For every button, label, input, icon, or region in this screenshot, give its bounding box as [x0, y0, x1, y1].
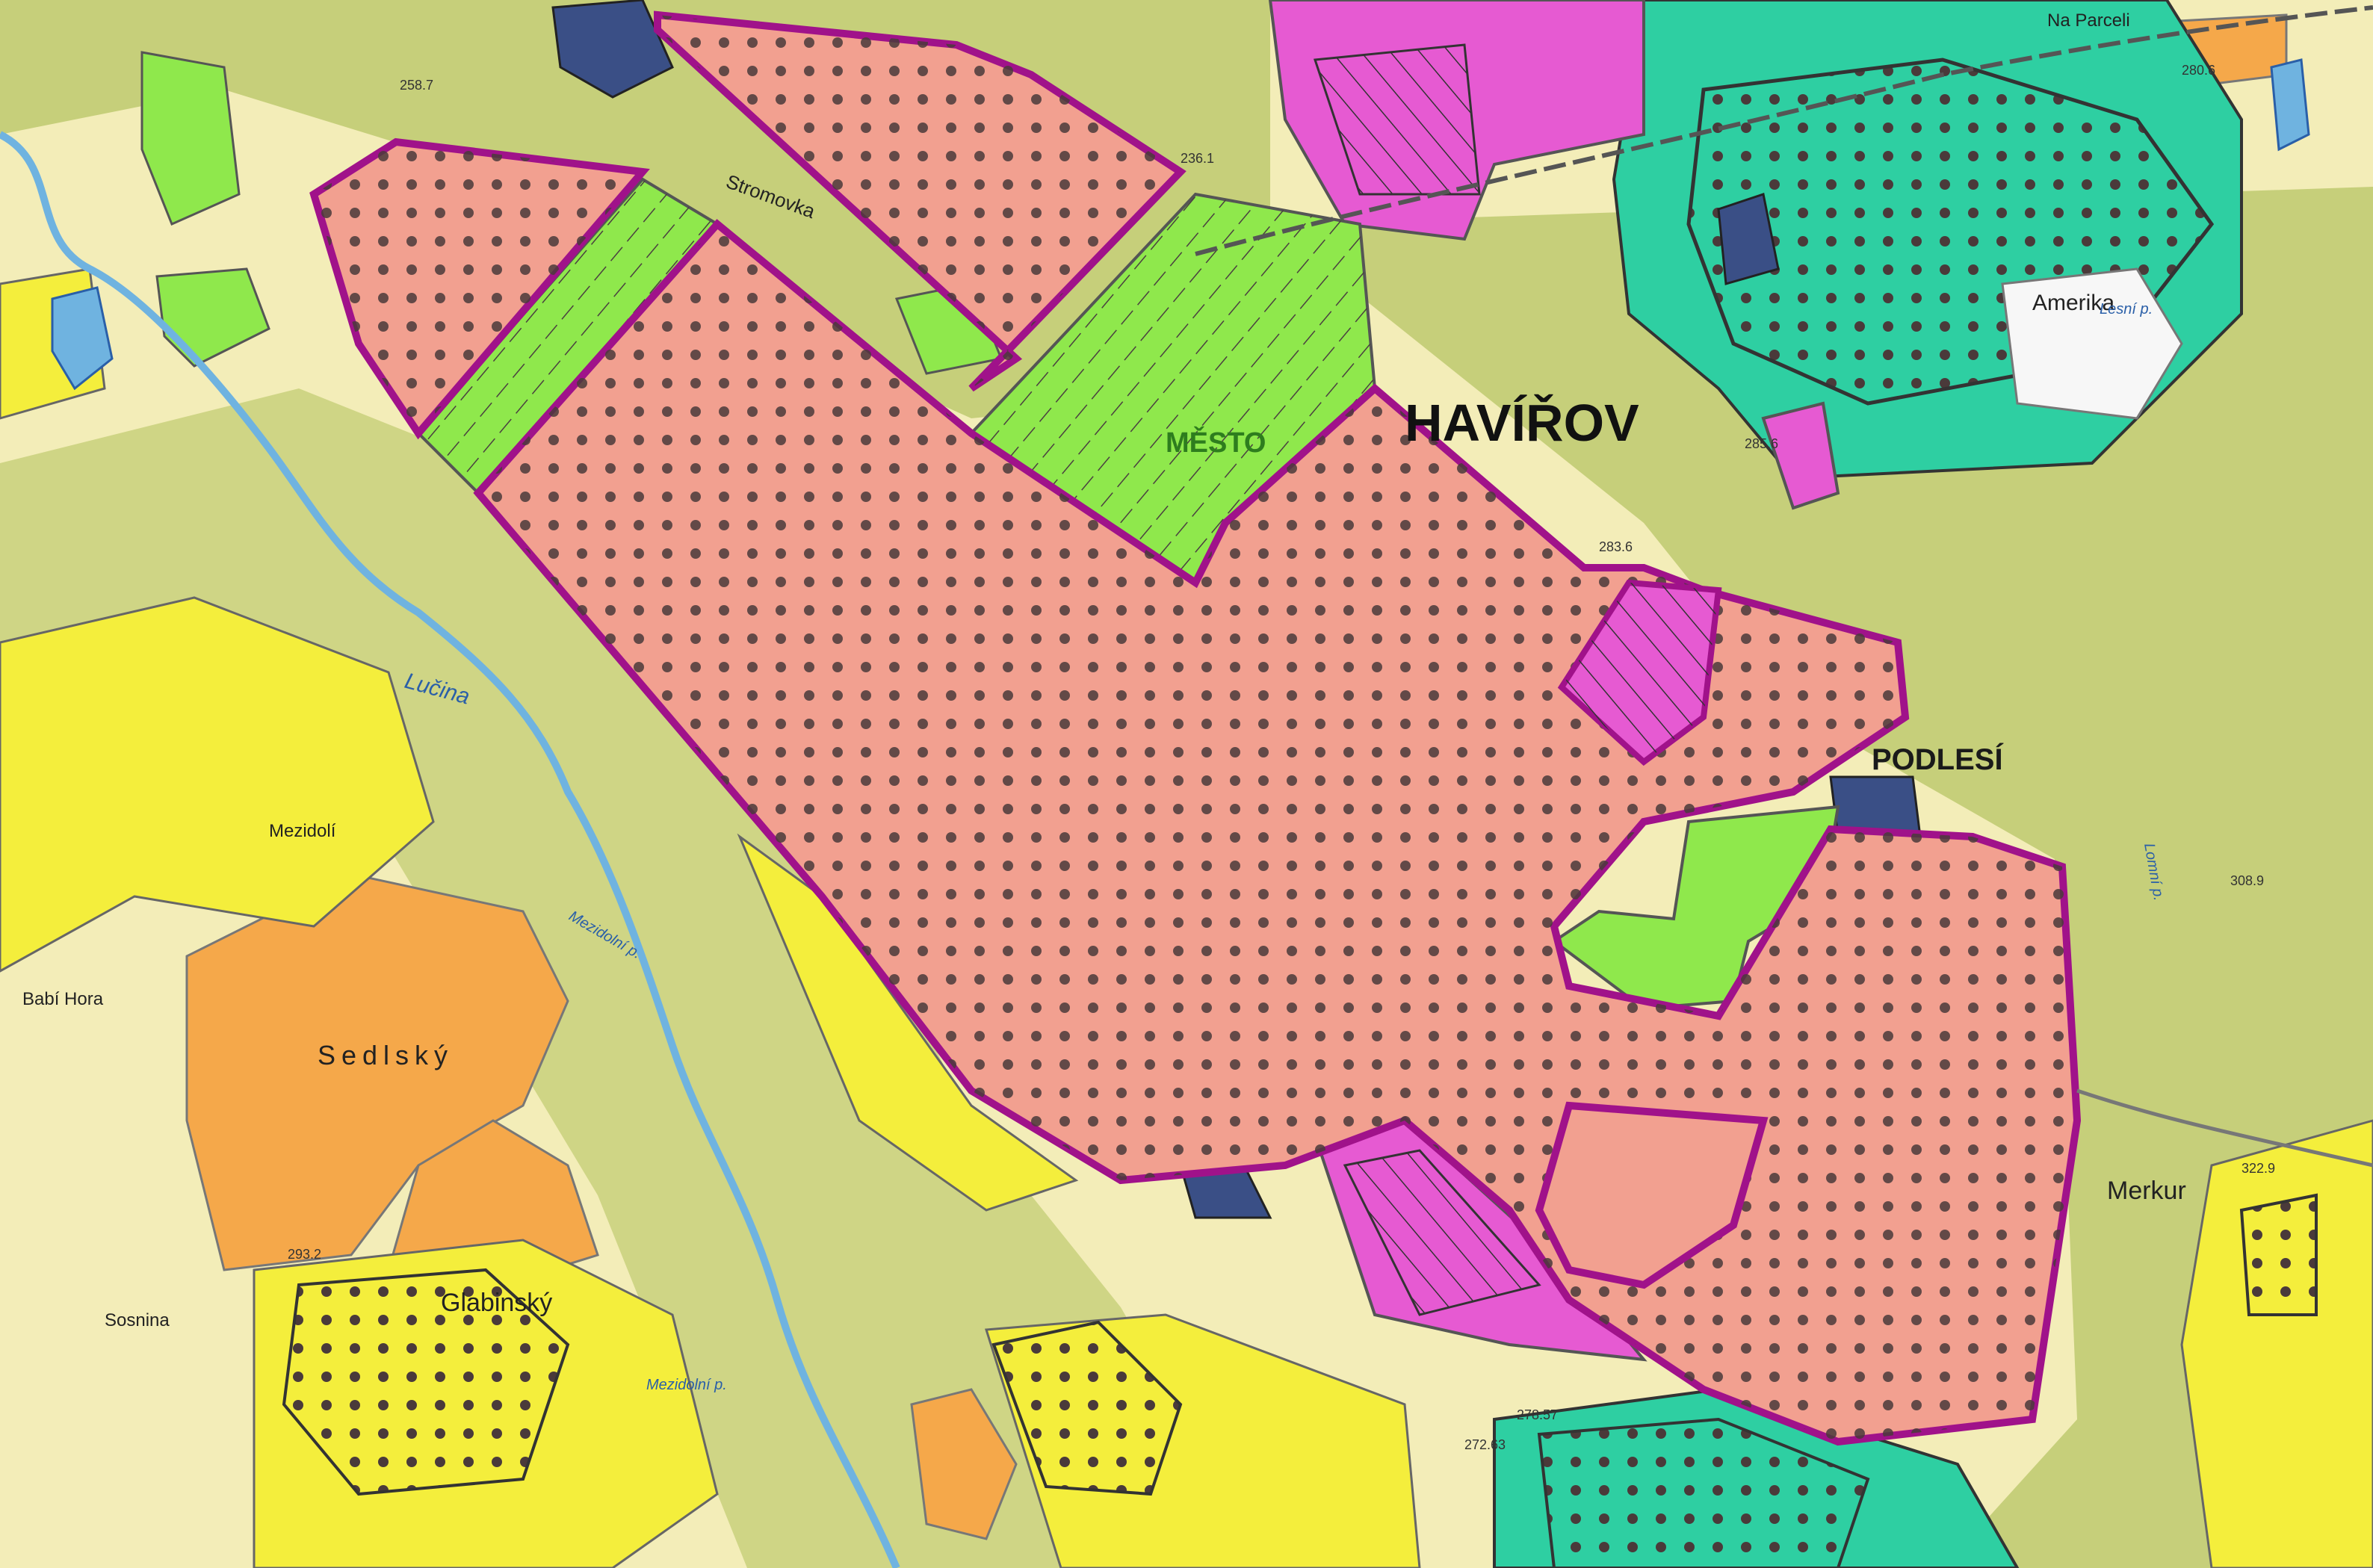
railway-line: [1195, 5, 2373, 256]
babi-hora-label: Babí Hora: [22, 989, 104, 1009]
amerika-label: Amerika: [2032, 291, 2114, 315]
pink-dots-north: [658, 15, 1181, 388]
river-lucina: [0, 131, 900, 1568]
spot-height-6: 308.9: [2230, 873, 2264, 888]
dotted-yellow-south: [991, 1320, 1183, 1496]
white-block-amerika: [2001, 267, 2183, 420]
sosnina-label: Sosnina: [105, 1310, 170, 1330]
spot-height-3: 283.6: [1599, 539, 1633, 554]
na-parceli-label: Na Parceli: [2047, 10, 2130, 31]
teal-dots-south: [1537, 1417, 1870, 1568]
yellow-zone-west: [0, 596, 435, 973]
pink-dots-northwest: [314, 142, 643, 433]
spot-height-9: 258.7: [400, 78, 433, 93]
spot-height-1: 293.2: [288, 1247, 321, 1262]
sedlsky-label: Sedlský: [318, 1040, 454, 1070]
pond-west: [51, 286, 114, 391]
spot-height-7: 322.9: [2241, 1161, 2275, 1176]
spot-height-8: 236.1: [1181, 151, 1214, 166]
navy-zone-north: [551, 0, 674, 99]
dotted-yellow-southwest: [282, 1268, 570, 1496]
podlesi-label: PODLESÍ: [1872, 743, 2003, 776]
road-east: [2076, 1088, 2373, 1168]
dotted-yellow-east: [2239, 1193, 2318, 1316]
spot-height-2: 285.6: [1745, 436, 1778, 451]
orange-zone-south: [910, 1388, 1018, 1540]
green-hatch-west-strip: [418, 179, 717, 493]
lesni-p-label: Lesní p.: [2100, 301, 2153, 317]
city-label: HAVÍŘOV: [1405, 393, 1639, 452]
lightgreen-zone-northwest: [140, 51, 241, 226]
magenta-hatch-south: [1343, 1149, 1541, 1316]
pink-zone-south-lobe: [1535, 1101, 1769, 1289]
glabinsky-label: Glabinský: [441, 1289, 552, 1317]
mesto-label: MĚSTO: [1166, 426, 1266, 459]
pond-northeast: [2270, 58, 2310, 152]
yellow-zone-east: [2180, 1119, 2373, 1568]
mezidoli-label: Mezidolí: [269, 821, 336, 841]
spot-height-5: 272.63: [1464, 1437, 1506, 1452]
mezidolni-p-label-2: Mezidolní p.: [646, 1377, 727, 1393]
magenta-zone-ne-small: [1761, 401, 1840, 510]
merkur-label: Merkur: [2107, 1177, 2186, 1205]
spot-height-10: 280.6: [2182, 63, 2215, 78]
green-hatch-mesto: [971, 194, 1375, 583]
magenta-hatch-central: [1562, 583, 1718, 762]
navy-zone-ne: [1717, 193, 1780, 285]
magenta-hatch-north: [1313, 43, 1481, 196]
olive-area-east: [1270, 187, 2373, 1568]
spot-height-4: 278.57: [1517, 1407, 1558, 1422]
